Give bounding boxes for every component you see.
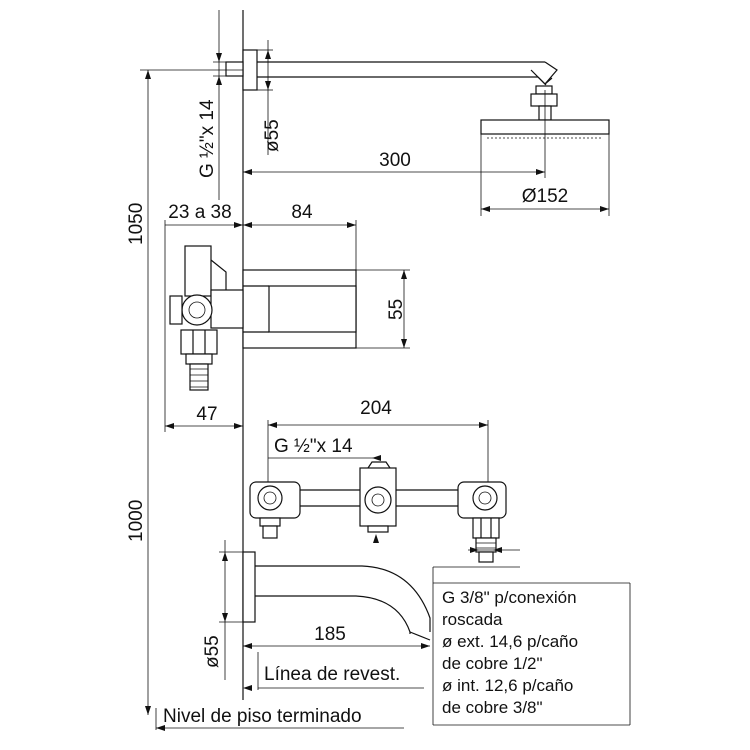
wall-line-label: Línea de revest.	[243, 652, 424, 691]
note-line: G 3/8" p/conexión	[442, 588, 577, 607]
dim-spacing-204: 204	[267, 398, 489, 488]
manifold	[249, 461, 520, 568]
dim-spacing-204-text: 204	[360, 398, 392, 419]
dim-head-diameter-text: Ø152	[522, 186, 568, 207]
dim-head-diameter: Ø152	[480, 134, 610, 216]
dim-thread-top: G ½"x 14	[197, 10, 243, 200]
dim-height-spout-text: 1000	[126, 500, 147, 542]
dim-arm-length: 300	[243, 90, 546, 178]
dim-thread-mid: G ½"x 14	[268, 436, 381, 461]
dim-d55-bottom: ø55	[202, 540, 243, 680]
dim-body-84-text: 84	[291, 202, 313, 223]
mixer-body: 55	[242, 269, 410, 349]
in-wall-valve	[169, 245, 244, 391]
dim-width-47: 47	[164, 300, 243, 432]
dim-height-spout: 1000	[126, 500, 147, 542]
floor-line-label-text: Nivel de piso terminado	[163, 706, 362, 727]
dim-width-47-text: 47	[196, 404, 217, 425]
dim-spout-185: 185	[243, 624, 430, 649]
note-line: de cobre 3/8"	[442, 698, 543, 717]
dim-spout-185-text: 185	[314, 624, 346, 645]
dim-d55-top-text: ø55	[262, 119, 283, 152]
dim-depth: 23 a 38 84	[164, 202, 357, 300]
wall-line-label-text: Línea de revest.	[264, 664, 400, 685]
note-line: ø int. 12,6 p/caño	[442, 676, 573, 695]
note-line: roscada	[442, 610, 503, 629]
dim-thread-mid-text: G ½"x 14	[274, 436, 353, 457]
connection-note: G 3/8" p/conexión roscada ø ext. 14,6 p/…	[432, 567, 631, 726]
dim-body-55-text: 55	[386, 299, 407, 320]
note-line: ø ext. 14,6 p/caño	[442, 632, 578, 651]
shower-arm	[225, 49, 558, 91]
dim-height-shower-text: 1050	[126, 203, 147, 245]
dim-thread-top-text: G ½"x 14	[197, 99, 218, 178]
note-line: de cobre 1/2"	[442, 654, 543, 673]
dim-d55-top: ø55	[257, 40, 283, 155]
floor-line-label: Nivel de piso terminado	[155, 706, 404, 731]
dim-depth-range-text: 23 a 38	[168, 202, 231, 223]
dim-height-shower: 1050	[126, 69, 243, 715]
dim-arm-length-text: 300	[379, 150, 411, 171]
dim-d55-bottom-text: ø55	[202, 635, 223, 668]
spout	[242, 551, 431, 641]
